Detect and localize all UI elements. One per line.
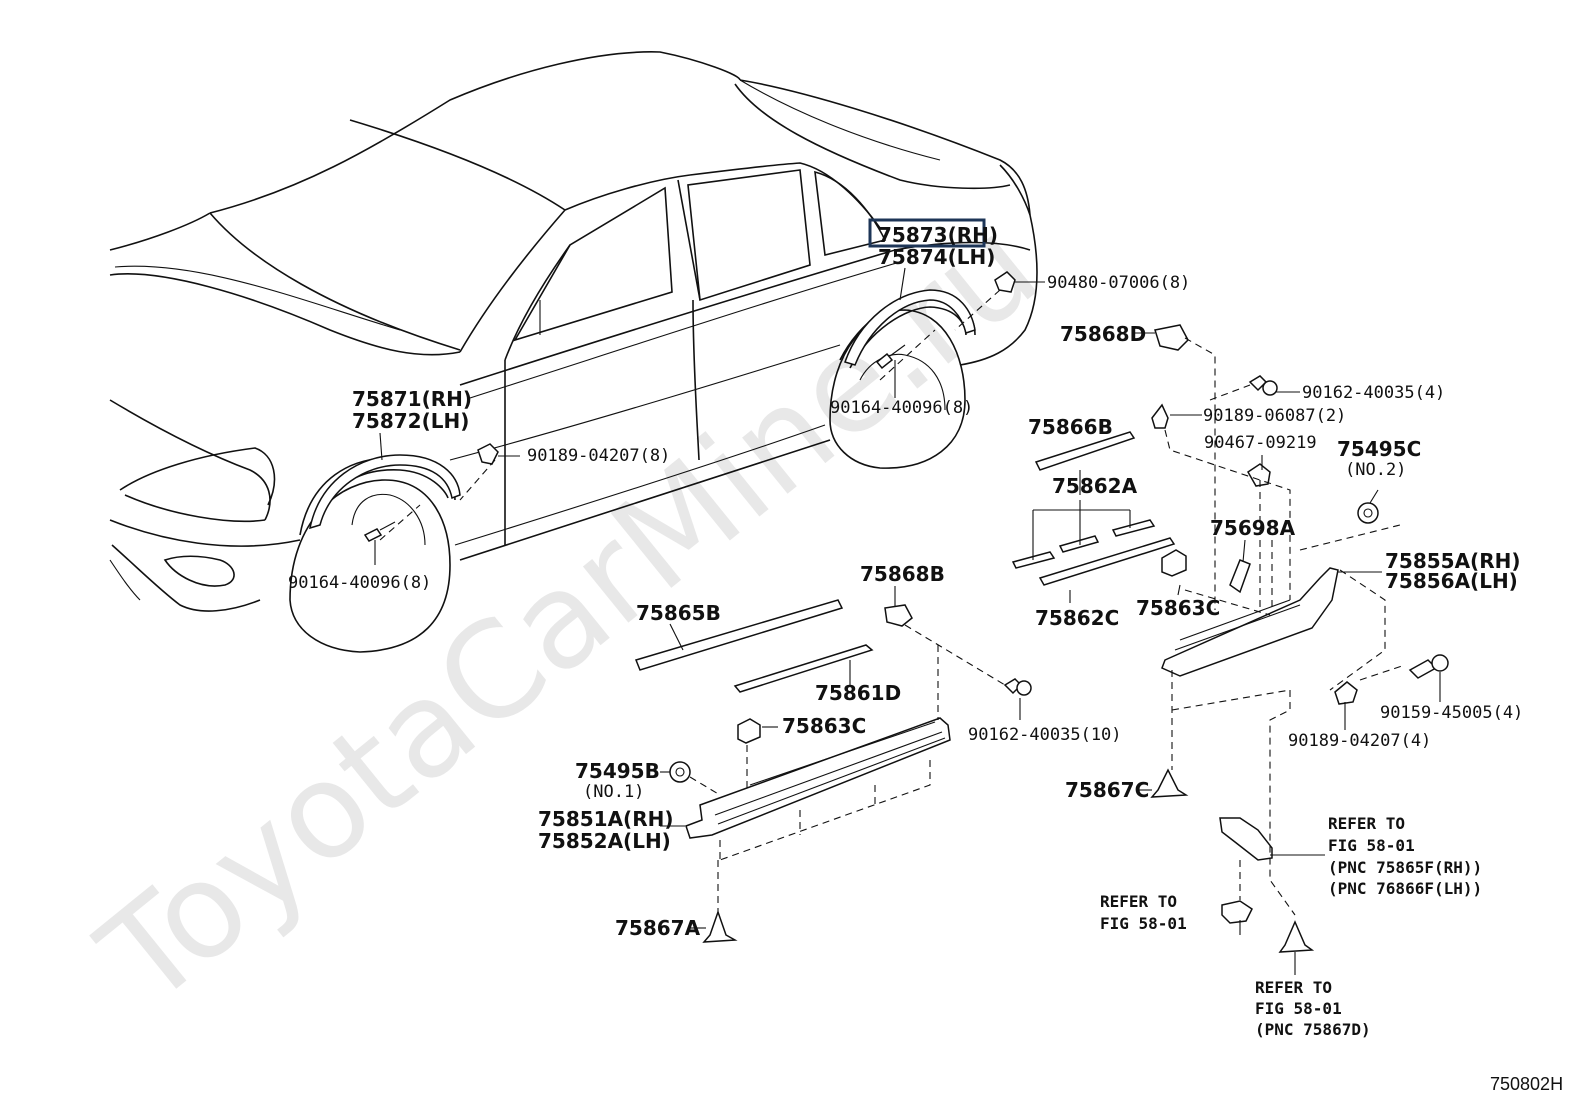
- refer-note-2-line1: REFER TO: [1100, 892, 1177, 911]
- refer-note-1-line2: FIG 58-01: [1328, 836, 1415, 855]
- tape-75861d: [733, 644, 874, 693]
- screw-90162-right: [1248, 375, 1278, 396]
- refer-note-1-line3: (PNC 75865F(RH)): [1328, 858, 1482, 877]
- label-90162-right: 90162-40035(4): [1302, 383, 1445, 403]
- refer-note-3-line1: REFER TO: [1255, 978, 1332, 997]
- label-75872: 75872(LH): [352, 409, 469, 433]
- tape-75862c: [1038, 537, 1176, 586]
- screw-90162-left: [1003, 678, 1032, 696]
- clip-90467-09219: [1247, 463, 1271, 487]
- label-75866b: 75866B: [1028, 415, 1113, 439]
- seal-75698a: [1229, 559, 1251, 594]
- label-75867a: 75867A: [615, 916, 701, 940]
- screw-90164-front: [363, 521, 396, 542]
- clip-90480-07006: [994, 271, 1016, 293]
- clip-90189-04207-right: [1334, 681, 1358, 705]
- label-75855a: 75855A(RH): [1385, 549, 1520, 573]
- label-90189-04207-right: 90189-04207(4): [1288, 731, 1431, 751]
- label-75865b: 75865B: [636, 601, 721, 625]
- label-75862a: 75862A: [1052, 474, 1138, 498]
- label-75862c: 75862C: [1035, 606, 1119, 630]
- label-75868b: 75868B: [860, 562, 945, 586]
- front-arch-molding-75871: [309, 454, 461, 530]
- rocker-panel-vertical-drops: [689, 624, 1006, 912]
- clip-90189-06087: [1151, 403, 1169, 429]
- label-90467: 90467-09219: [1204, 433, 1317, 453]
- figure-code: 750802H: [1490, 1074, 1563, 1094]
- label-75874: 75874(LH): [878, 245, 995, 269]
- label-90164-front: 90164-40096(8): [288, 573, 431, 593]
- molding-75865b: [634, 599, 844, 671]
- rocker-panel-75851a: [685, 717, 951, 839]
- watermark-text: ToyotaCarMine.ru: [72, 189, 1066, 1035]
- bolt-90159-45005: [1408, 654, 1449, 679]
- label-75495b-no1: (NO.1): [583, 782, 644, 802]
- clip-75867c: [1150, 768, 1189, 798]
- refer-note-1-line1: REFER TO: [1328, 814, 1405, 833]
- clip-75863c-right: [1161, 549, 1187, 577]
- label-75495b: 75495B: [575, 759, 660, 783]
- clip-ref-75867d: [1278, 920, 1315, 953]
- refer-note-1-line4: (PNC 76866F(LH)): [1328, 879, 1482, 898]
- label-90162-left: 90162-40035(10): [968, 725, 1122, 745]
- label-75856a: 75856A(LH): [1385, 569, 1518, 593]
- label-75861d: 75861D: [815, 681, 901, 705]
- label-75698a: 75698A: [1210, 516, 1296, 540]
- grommet-75495b: [669, 761, 691, 783]
- label-90480: 90480-07006(8): [1047, 273, 1190, 293]
- molding-75866b: [1034, 431, 1136, 471]
- clip-75863c-left: [737, 718, 761, 744]
- clip-75868b: [884, 604, 913, 627]
- label-90189-04207-car: 90189-04207(8): [527, 446, 670, 466]
- label-90164-rear: 90164-40096(8): [830, 398, 973, 418]
- label-75851a: 75851A(RH): [538, 807, 673, 831]
- label-90189-06087: 90189-06087(2): [1203, 406, 1346, 426]
- screw-90164-rear: [875, 344, 906, 370]
- clip-75868d: [1154, 324, 1189, 351]
- label-75867c: 75867C: [1065, 778, 1149, 802]
- refer-note-3-line3: (PNC 75867D): [1255, 1020, 1371, 1039]
- label-75495c: 75495C: [1337, 437, 1421, 461]
- clip-75867a: [702, 909, 738, 943]
- refer-note-2-line2: FIG 58-01: [1100, 914, 1187, 933]
- label-75495c-no2: (NO.2): [1345, 460, 1406, 480]
- rocker-extension-75855a: [1161, 567, 1339, 677]
- highlight-box: [868, 218, 986, 248]
- grommet-75495c: [1357, 502, 1379, 524]
- label-75852a: 75852A(LH): [538, 829, 671, 853]
- label-75863c-left: 75863C: [782, 714, 866, 738]
- rear-arch-molding-75873: [844, 289, 976, 366]
- tape-set-75862a: [1011, 500, 1156, 569]
- clip-90189-04207: [477, 443, 499, 465]
- label-90159: 90159-45005(4): [1380, 703, 1523, 723]
- label-75863c-right: 75863C: [1136, 596, 1220, 620]
- nut-ref-fig-58-01: [1221, 900, 1253, 924]
- label-75871: 75871(RH): [352, 387, 472, 411]
- label-75868d: 75868D: [1060, 322, 1146, 346]
- label-75873: 75873(RH): [878, 223, 998, 247]
- refer-note-3-line2: FIG 58-01: [1255, 999, 1342, 1018]
- bracket-ref-75865f: [1219, 817, 1273, 861]
